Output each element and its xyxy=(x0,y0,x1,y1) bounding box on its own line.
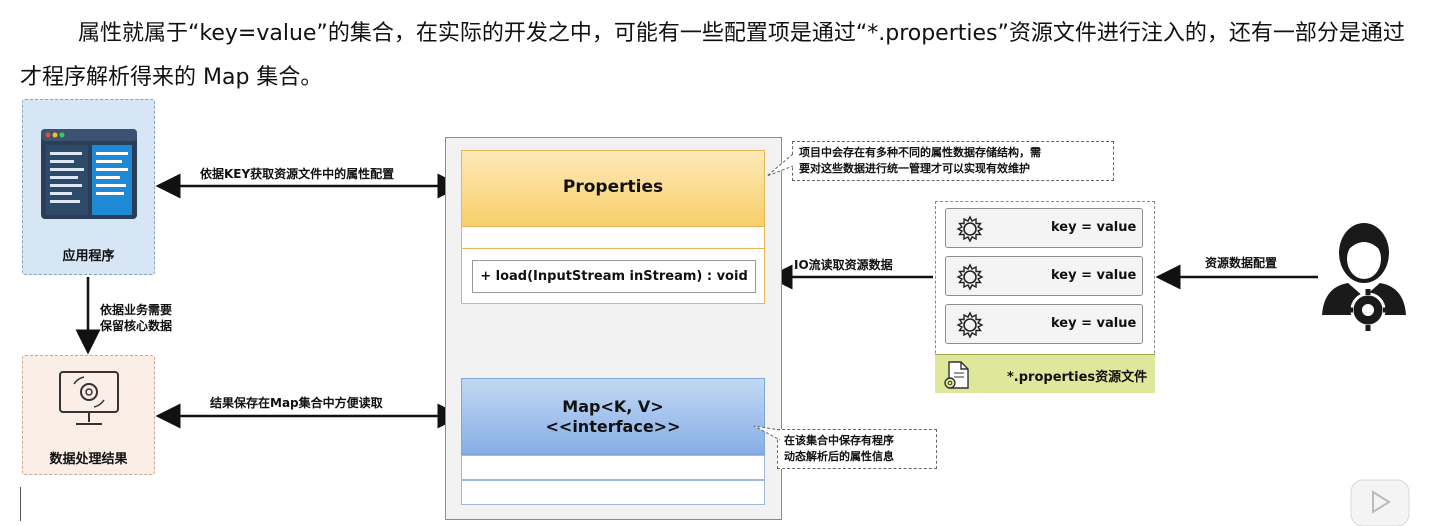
label-save-to-map: 结果保存在Map集合中方便读取 xyxy=(210,396,383,410)
play-button-icon[interactable] xyxy=(1345,472,1415,526)
resource-entry-1: key = value xyxy=(945,208,1143,248)
note-bottom-line2: 动态解析后的属性信息 xyxy=(784,450,894,463)
note-top: 项目中会存在有多种不同的属性数据存储结构，需 要对这些数据进行统一管理才可以实现… xyxy=(792,141,1114,181)
resource-file-footer: *.properties资源文件 xyxy=(935,354,1155,393)
properties-load-method: + load(InputStream inStream) : void xyxy=(472,260,756,293)
resource-file-name: *.properties资源文件 xyxy=(1007,370,1148,385)
monitor-gear-icon xyxy=(59,371,119,425)
gear-icon xyxy=(956,311,984,339)
admin-user-icon xyxy=(1322,223,1406,331)
map-row-1 xyxy=(461,455,765,480)
data-result-box: 数据处理结果 xyxy=(22,355,155,475)
resource-entry-3: key = value xyxy=(945,304,1143,344)
properties-divider xyxy=(461,248,765,249)
gear-icon xyxy=(956,215,984,243)
label-business-need-1: 依据业务需要 xyxy=(100,303,173,317)
data-result-label: 数据处理结果 xyxy=(49,452,128,467)
note-bottom: 在该集合中保存有程序 动态解析后的属性信息 xyxy=(777,429,937,469)
label-get-by-key: 依据KEY获取资源文件中的属性配置 xyxy=(200,167,395,181)
text-cursor-line xyxy=(20,487,21,521)
note-bottom-pointer xyxy=(753,425,781,441)
resource-entry-2: key = value xyxy=(945,256,1143,296)
properties-class-header: Properties xyxy=(461,150,765,227)
application-box: 应用程序 xyxy=(22,99,155,275)
map-interface-stereotype: <<interface>> xyxy=(545,417,681,436)
config-file-icon xyxy=(944,361,969,389)
intro-paragraph: 属性就属于“key=value”的集合，在实际的开发之中，可能有一些配置项是通过… xyxy=(20,21,1405,90)
map-interface-header: Map<K, V> <<interface>> xyxy=(461,378,765,455)
note-top-line1: 项目中会存在有多种不同的属性数据存储结构，需 xyxy=(799,146,1041,159)
resource-entry-text: key = value xyxy=(1051,268,1137,283)
label-business-need-2: 保留核心数据 xyxy=(100,319,173,333)
resource-entry-text: key = value xyxy=(1051,316,1137,331)
note-bottom-line1: 在该集合中保存有程序 xyxy=(784,434,894,447)
application-window-icon xyxy=(41,129,137,219)
resource-entry-text: key = value xyxy=(1051,220,1137,235)
label-resource-config: 资源数据配置 xyxy=(1205,256,1278,270)
note-top-pointer xyxy=(766,153,794,177)
map-interface-name: Map<K, V> xyxy=(562,397,664,416)
gear-icon xyxy=(956,263,984,291)
map-row-2 xyxy=(461,480,765,505)
label-io-read: IO流读取资源数据 xyxy=(794,258,893,272)
application-label: 应用程序 xyxy=(62,249,115,264)
properties-class-name: Properties xyxy=(562,177,664,197)
note-top-line2: 要对这些数据进行统一管理才可以实现有效维护 xyxy=(799,162,1030,175)
